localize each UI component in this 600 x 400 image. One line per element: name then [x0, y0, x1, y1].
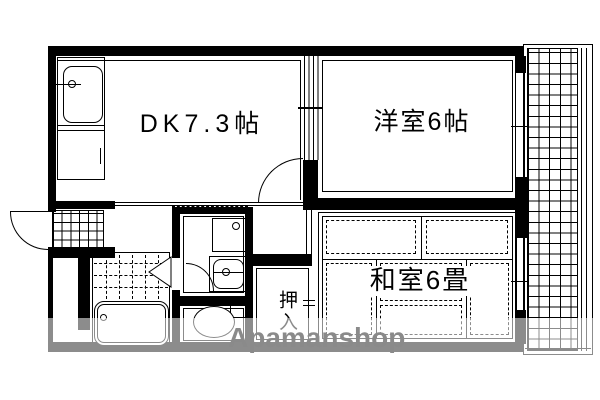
vanity-basin	[213, 259, 244, 289]
wall-pier	[515, 56, 526, 73]
tatami-divider	[322, 259, 513, 260]
kitchen-counter-divider	[57, 125, 105, 126]
entry-door-leaf	[10, 211, 48, 212]
wall-segment	[172, 207, 180, 258]
washer-pan	[212, 218, 246, 252]
washroom-inner-border	[183, 216, 244, 293]
window-tick	[511, 126, 529, 127]
closet-tick	[303, 300, 315, 306]
window-tick	[511, 281, 529, 282]
tatami-mat	[426, 220, 508, 254]
wall-segment	[78, 256, 90, 330]
bath-tile-line	[119, 255, 120, 299]
wall-segment	[48, 201, 115, 209]
sliding-door-japanese	[306, 210, 312, 257]
vanity-unit	[209, 256, 248, 292]
bath-tile-line	[106, 255, 107, 299]
wall-segment	[303, 160, 318, 200]
bath-tile-line	[132, 255, 133, 299]
wall-segment	[48, 247, 115, 258]
tatami-divider	[466, 259, 467, 339]
japanese-room-label: 和室6畳	[340, 265, 500, 296]
wall-segment	[172, 207, 253, 214]
bath-tile-line	[94, 287, 168, 288]
bath-tile-line	[145, 255, 146, 299]
wall-segment	[245, 207, 253, 342]
tatami-divider	[376, 259, 377, 339]
wall-pier	[515, 177, 527, 238]
tatami-divider	[421, 216, 422, 259]
toilet-tank	[230, 303, 247, 318]
wall-segment	[48, 248, 53, 352]
wall-segment	[48, 46, 523, 56]
tatami-mat	[326, 220, 416, 254]
dk-inner-border	[57, 60, 301, 200]
floor-boundary-line	[105, 202, 305, 206]
wall-segment	[303, 198, 517, 210]
kitchen-faucet-icon	[68, 80, 76, 88]
window-japanese	[515, 238, 525, 310]
entry-door-arc	[10, 212, 48, 250]
watermark-text: Apamanshop	[228, 322, 406, 353]
watermark-band	[0, 318, 600, 357]
wall-segment	[48, 46, 56, 212]
kitchen-unit	[57, 57, 105, 180]
bath-folding-door-icon	[148, 256, 172, 288]
balcony-railing	[581, 48, 587, 351]
washer-knob-icon	[232, 222, 240, 230]
partition-center-tick	[298, 107, 322, 109]
wall-segment	[253, 254, 312, 266]
western-room-label: 洋室6帖	[373, 108, 471, 136]
genkan-entry-mat	[52, 210, 104, 250]
dk-room-label: DK7.3帖	[139, 110, 265, 138]
kitchen-unit-notch	[100, 148, 101, 164]
kitchen-counter-divider	[57, 130, 105, 131]
balcony-grid	[527, 48, 578, 351]
kitchen-sink	[63, 66, 103, 123]
window-western	[515, 72, 525, 177]
vanity-faucet-icon	[222, 268, 230, 276]
bath-tile-line	[94, 275, 168, 276]
wall-segment	[172, 296, 253, 306]
floor-boundary-dashed	[172, 206, 248, 207]
bath-tile-line	[94, 263, 168, 264]
